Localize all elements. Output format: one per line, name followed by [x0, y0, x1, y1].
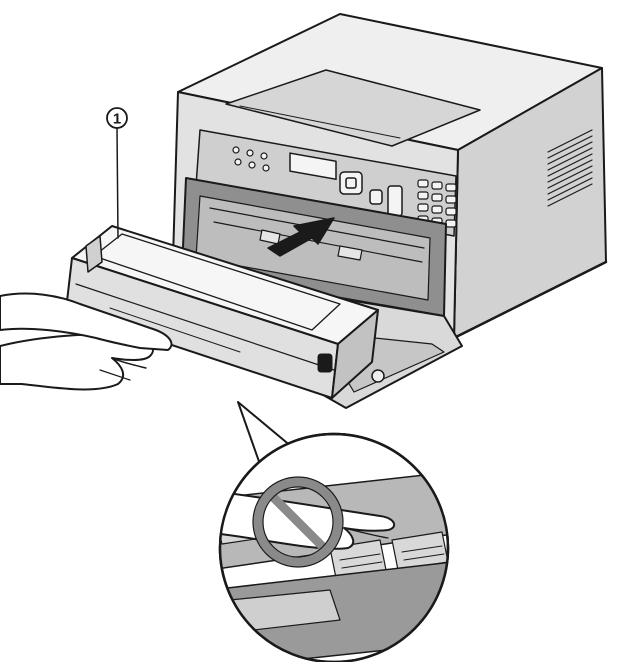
right-hand: [0, 292, 173, 351]
callout-circle: [106, 107, 128, 129]
toner-cartridge-end: [331, 309, 379, 399]
callout-1: 1: [106, 107, 128, 239]
callout-leader-line: [116, 127, 119, 239]
callout-label: 1: [113, 111, 121, 128]
side-vent: [547, 129, 593, 207]
detail-magnifier: [218, 401, 450, 662]
panel-buttons-left: [232, 146, 270, 172]
lcd-display: [289, 152, 337, 181]
insert-arrow-icon: [267, 217, 335, 257]
navigator-key: [339, 171, 403, 217]
prohibition-icon: [252, 476, 344, 568]
paper-exit-slot: [225, 69, 481, 147]
keypad: [417, 179, 457, 228]
toner-cartridge: [65, 225, 379, 399]
